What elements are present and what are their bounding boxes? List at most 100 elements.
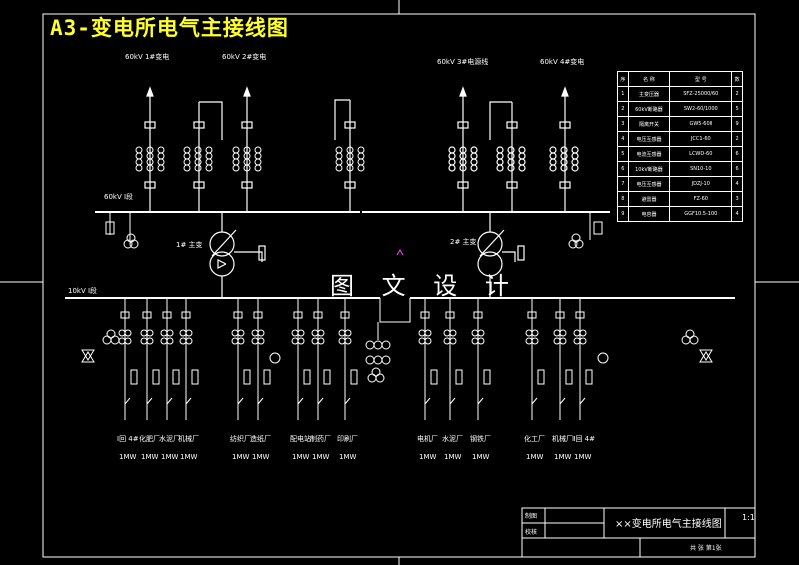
feeder-ct [477, 337, 485, 345]
feeder-switch [424, 397, 431, 405]
drawing-title: A3-变电所电气主接线图 [50, 16, 289, 40]
feeder-ct [166, 329, 174, 337]
transformers [209, 212, 525, 298]
feeder-ct [118, 329, 126, 337]
row-index: 8 [617, 191, 629, 207]
incoming-label-3: 60kV 3#电源线 [437, 58, 489, 66]
feeder-switch [579, 397, 586, 405]
row-index: 5 [617, 146, 629, 162]
feeder-ct [146, 337, 154, 345]
row-name: 电容器 [627, 206, 671, 222]
feeder-ct [471, 329, 479, 337]
feeder-ct [344, 329, 352, 337]
row-name: 电流互感器 [627, 146, 671, 162]
row-index: 1 [617, 86, 629, 102]
feeder-circuits [118, 298, 593, 420]
feeder-breaker [313, 311, 323, 319]
title-block-checked-by: 校核 [525, 529, 538, 536]
header-name: 名 称 [627, 71, 671, 87]
row-qty: 4 [731, 176, 743, 192]
header-model: 型 号 [669, 71, 733, 87]
feeder-breaker [527, 311, 537, 319]
feeder-ct [185, 329, 193, 337]
feeder-breaker [420, 311, 430, 319]
feeder-cable-head [263, 369, 271, 385]
row-model: SFZ-25000/60 [669, 86, 733, 102]
feeder-breaker [181, 311, 191, 319]
row-index: 3 [617, 116, 629, 132]
feeder-cable-head [130, 369, 138, 385]
feeder-switch [237, 397, 244, 405]
feeder-name-label: 制药厂 [310, 435, 331, 443]
feeder-load-label: 1MW [161, 453, 179, 461]
feeder-name-label: 造纸厂 [250, 435, 271, 443]
feeder-ct [140, 329, 148, 337]
feeder-switch [477, 397, 484, 405]
feeder-ct [418, 337, 426, 345]
feeder-ct [525, 337, 533, 345]
feeder-cable-head [350, 369, 358, 385]
feeder-name-label: 印刷厂 [337, 435, 358, 443]
feeder-name-label: 钢铁厂 [470, 435, 491, 443]
equipment-table-header: 序 名 称 型 号 数 [617, 71, 743, 87]
feeder-ct [251, 329, 259, 337]
row-index: 4 [617, 131, 629, 147]
feeder-ct [443, 329, 451, 337]
row-name: 主变压器 [627, 86, 671, 102]
row-qty: 6 [731, 146, 743, 162]
feeder-switch [124, 397, 131, 405]
feeder-name-label: 纺织厂 [230, 435, 251, 443]
row-index: 7 [617, 176, 629, 192]
feeder-switch [297, 397, 304, 405]
feeder-ct [237, 329, 245, 337]
feeder-name-label: 化工厂 [524, 435, 545, 443]
feeder-load-label: 1MW [232, 453, 250, 461]
feeder-ct [344, 337, 352, 345]
feeder-switch [257, 397, 264, 405]
feeder-ct [166, 337, 174, 345]
feeder-breaker [555, 311, 565, 319]
row-qty: 3 [731, 191, 743, 207]
feeder-breaker [253, 311, 263, 319]
feeder-ct [553, 329, 561, 337]
feeder-switch [146, 397, 153, 405]
row-model: SW2-60/1000 [669, 101, 733, 117]
row-qty: 5 [731, 101, 743, 117]
feeder-switch [185, 397, 192, 405]
incoming-label-1: 60kV 1#变电 [125, 53, 170, 61]
feeder-ct [179, 329, 187, 337]
feeder-load-label: 1MW [339, 453, 357, 461]
feeder-ct [257, 329, 265, 337]
feeder-ct [179, 337, 187, 345]
feeder-ct [559, 337, 567, 345]
feeder-breaker [233, 311, 243, 319]
incoming-label-2: 60kV 2#变电 [222, 53, 267, 61]
feeder-name-label: 水泥厂 [159, 435, 180, 443]
row-qty: 9 [731, 116, 743, 132]
title-block-drawing-name: ××变电所电气主接线图 [615, 519, 722, 530]
feeder-cable-head [191, 369, 199, 385]
feeder-cable-head [323, 369, 331, 385]
feeder-load-label: 1MW [292, 453, 310, 461]
transformer-2-label: 2# 主变 [450, 238, 477, 246]
feeder-ct [160, 337, 168, 345]
bus-coupler [365, 298, 411, 383]
row-model: LCWD-60 [669, 146, 733, 162]
row-model: JCC1-60 [669, 131, 733, 147]
feeder-ct [124, 329, 132, 337]
row-name: 60kV断路器 [627, 101, 671, 117]
feeder-ct [477, 329, 485, 337]
feeder-breaker [162, 311, 172, 319]
feeder-ct [573, 337, 581, 345]
feeder-name-label: 电机厂 [417, 435, 438, 443]
feeder-ct [525, 329, 533, 337]
feeder-cable-head [565, 369, 573, 385]
feeder-cable-head [243, 369, 251, 385]
feeder-breaker [575, 311, 585, 319]
feeder-name-label: 机械厂 [552, 435, 573, 443]
feeder-ct [573, 329, 581, 337]
feeder-load-label: 1MW [141, 453, 159, 461]
feeder-breaker [293, 311, 303, 319]
